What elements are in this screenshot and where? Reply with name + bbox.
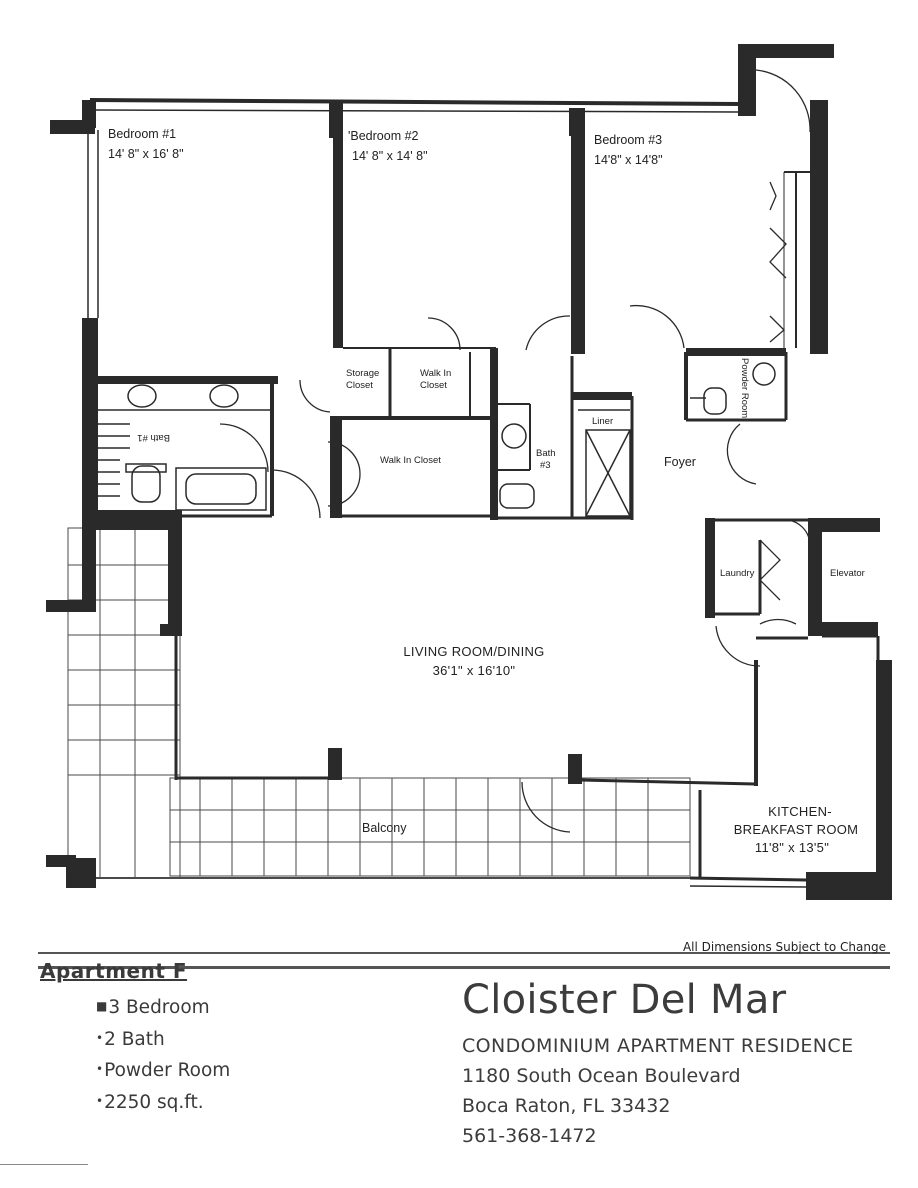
wall-lines	[87, 98, 880, 888]
laundry-label: Laundry	[720, 568, 755, 579]
apartment-title: Apartment F	[40, 959, 188, 983]
walk-in-closet-small-line2: Closet	[420, 380, 447, 391]
walls	[46, 44, 892, 900]
kitchen-name-line1: KITCHEN-	[768, 804, 832, 819]
room-labels: Bedroom #1 14' 8" x 16' 8" 'Bedroom #2 1…	[108, 127, 865, 855]
residence-address: 1180 South Ocean Boulevard	[462, 1065, 741, 1087]
living-size: 36'1" x 16'10"	[433, 663, 516, 678]
kitchen-name-line2: BREAKFAST ROOM	[734, 822, 859, 837]
bedroom2-size: 14' 8" x 14' 8"	[352, 149, 428, 163]
bullet-icon: •	[96, 1062, 104, 1076]
residence-city: Boca Raton, FL 33432	[462, 1095, 671, 1117]
bedroom3-name: Bedroom #3	[594, 133, 662, 147]
disclaimer: All Dimensions Subject to Change	[682, 940, 886, 954]
bath3-line1: Bath	[536, 448, 556, 459]
feature-list: ■3 Bedroom •2 Bath •Powder Room •2250 sq…	[96, 993, 230, 1119]
walk-in-closet-small-line1: Walk In	[420, 368, 451, 379]
storage-closet-line2: Closet	[346, 380, 373, 391]
fixtures	[98, 362, 776, 517]
bullet-icon: ■	[96, 999, 108, 1013]
doors	[219, 69, 811, 833]
bath1-label: Bath #1	[137, 432, 170, 443]
bedroom1-name: Bedroom #1	[108, 127, 176, 141]
kitchen-size: 11'8" x 13'5"	[755, 840, 829, 855]
bullet-icon: •	[96, 1093, 104, 1108]
linen-label: Liner	[592, 416, 613, 427]
residence-type: CONDOMINIUM APARTMENT RESIDENCE	[462, 1035, 854, 1057]
feature-item: •2250 sq.ft.	[96, 1088, 230, 1120]
feature-text: Powder Room	[104, 1060, 231, 1081]
walk-in-closet-label: Walk In Closet	[380, 455, 441, 466]
residence-phone: 561-368-1472	[462, 1125, 597, 1147]
divider	[0, 1164, 88, 1165]
residence-block: Cloister Del Mar CONDOMINIUM APARTMENT R…	[462, 975, 853, 1151]
powder-room-label: Powder Room	[739, 358, 750, 418]
foyer-label: Foyer	[664, 455, 696, 469]
balcony-tile-grid	[67, 527, 691, 879]
feature-item: •2 Bath	[96, 1025, 230, 1057]
bullet-icon: •	[96, 1030, 104, 1045]
feature-text: 2250 sq.ft.	[104, 1091, 204, 1113]
top-rule	[38, 952, 890, 954]
feature-text: 2 Bath	[104, 1028, 165, 1050]
balcony-label: Balcony	[362, 821, 407, 835]
bedroom2-name: 'Bedroom #2	[348, 129, 419, 143]
feature-item: ■3 Bedroom	[96, 993, 230, 1025]
feature-text: 3 Bedroom	[108, 997, 210, 1018]
residence-name: Cloister Del Mar	[462, 977, 787, 1023]
feature-item: •Powder Room	[96, 1056, 230, 1088]
bedroom1-size: 14' 8" x 16' 8"	[108, 147, 184, 161]
storage-closet-line1: Storage	[346, 368, 379, 379]
bath3-line2: #3	[540, 460, 551, 471]
bedroom3-size: 14'8" x 14'8"	[594, 153, 663, 167]
header-rule	[38, 966, 890, 969]
living-name: LIVING ROOM/DINING	[403, 644, 544, 659]
elevator-label: Elevator	[830, 568, 865, 579]
floor-plan: Bedroom #1 14' 8" x 16' 8" 'Bedroom #2 1…	[46, 44, 892, 900]
